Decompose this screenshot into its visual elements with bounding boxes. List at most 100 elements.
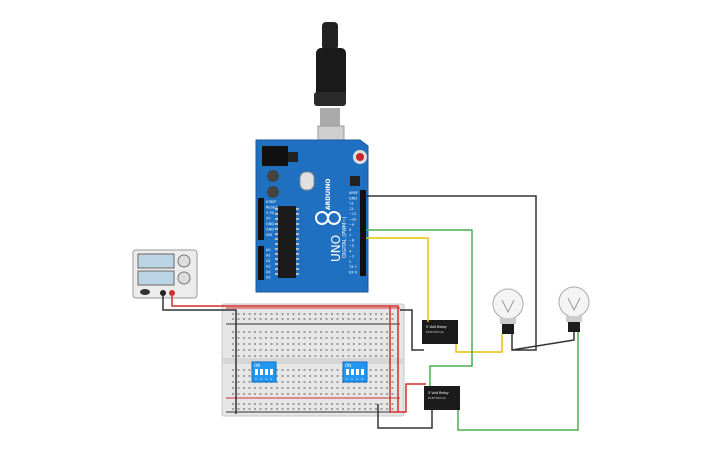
breadboard-hole[interactable] xyxy=(292,387,295,389)
breadboard-hole[interactable] xyxy=(391,387,394,389)
breadboard-hole[interactable] xyxy=(281,313,284,315)
breadboard-hole[interactable] xyxy=(314,403,317,405)
breadboard-hole[interactable] xyxy=(298,331,300,333)
breadboard-hole[interactable] xyxy=(309,369,311,371)
breadboard-hole[interactable] xyxy=(347,343,350,345)
breadboard-hole[interactable] xyxy=(303,381,306,383)
breadboard-hole[interactable] xyxy=(342,343,344,345)
breadboard-hole[interactable] xyxy=(364,408,366,410)
breadboard-hole[interactable] xyxy=(309,318,311,320)
breadboard-hole[interactable] xyxy=(369,313,372,315)
breadboard-hole[interactable] xyxy=(320,337,322,339)
breadboard-hole[interactable] xyxy=(309,349,311,351)
breadboard-hole[interactable] xyxy=(358,393,361,395)
breadboard-hole[interactable] xyxy=(375,375,377,377)
breadboard-hole[interactable] xyxy=(237,355,240,357)
breadboard-hole[interactable] xyxy=(331,387,333,389)
breadboard-hole[interactable] xyxy=(281,393,284,395)
breadboard-hole[interactable] xyxy=(391,375,394,377)
breadboard-hole[interactable] xyxy=(331,318,333,320)
breadboard-hole[interactable] xyxy=(386,318,388,320)
breadboard-hole[interactable] xyxy=(342,331,344,333)
breadboard-hole[interactable] xyxy=(259,387,262,389)
breadboard-hole[interactable] xyxy=(358,331,361,333)
breadboard-hole[interactable] xyxy=(386,349,388,351)
breadboard-hole[interactable] xyxy=(303,408,306,410)
breadboard-hole[interactable] xyxy=(232,387,234,389)
breadboard-hole[interactable] xyxy=(243,381,245,383)
breadboard-hole[interactable] xyxy=(237,331,240,333)
power-switch[interactable] xyxy=(140,289,150,295)
breadboard-hole[interactable] xyxy=(336,313,339,315)
breadboard-hole[interactable] xyxy=(314,343,317,345)
breadboard-hole[interactable] xyxy=(254,408,256,410)
breadboard-hole[interactable] xyxy=(243,355,245,357)
breadboard-hole[interactable] xyxy=(265,408,267,410)
dip-switch-1[interactable]: ON 1 2 3 4 xyxy=(251,361,277,383)
breadboard-hole[interactable] xyxy=(353,403,355,405)
breadboard-hole[interactable] xyxy=(309,337,311,339)
breadboard-hole[interactable] xyxy=(331,337,333,339)
breadboard-hole[interactable] xyxy=(287,337,289,339)
breadboard-hole[interactable] xyxy=(259,403,262,405)
breadboard-hole[interactable] xyxy=(369,381,372,383)
breadboard-hole[interactable] xyxy=(369,393,372,395)
breadboard-hole[interactable] xyxy=(270,349,273,351)
breadboard-hole[interactable] xyxy=(314,331,317,333)
breadboard-hole[interactable] xyxy=(259,343,262,345)
breadboard-hole[interactable] xyxy=(303,403,306,405)
breadboard-hole[interactable] xyxy=(358,408,361,410)
breadboard-hole[interactable] xyxy=(336,408,339,410)
breadboard-hole[interactable] xyxy=(314,387,317,389)
breadboard-hole[interactable] xyxy=(347,337,350,339)
breadboard-hole[interactable] xyxy=(369,318,372,320)
breadboard-hole[interactable] xyxy=(331,393,333,395)
breadboard-hole[interactable] xyxy=(237,337,240,339)
breadboard-hole[interactable] xyxy=(331,381,333,383)
breadboard-hole[interactable] xyxy=(336,387,339,389)
breadboard-hole[interactable] xyxy=(380,343,383,345)
breadboard-hole[interactable] xyxy=(320,355,322,357)
breadboard-hole[interactable] xyxy=(314,355,317,357)
breadboard-hole[interactable] xyxy=(331,343,333,345)
breadboard-hole[interactable] xyxy=(243,387,245,389)
breadboard-hole[interactable] xyxy=(281,318,284,320)
breadboard-hole[interactable] xyxy=(320,381,322,383)
breadboard-hole[interactable] xyxy=(309,403,311,405)
breadboard-hole[interactable] xyxy=(336,393,339,395)
breadboard-hole[interactable] xyxy=(364,355,366,357)
breadboard-hole[interactable] xyxy=(248,375,251,377)
wire-black-bulbs[interactable] xyxy=(511,332,575,351)
breadboard-hole[interactable] xyxy=(232,318,234,320)
breadboard-hole[interactable] xyxy=(281,331,284,333)
breadboard-hole[interactable] xyxy=(303,331,306,333)
breadboard-hole[interactable] xyxy=(237,369,240,371)
breadboard-hole[interactable] xyxy=(243,393,245,395)
breadboard-hole[interactable] xyxy=(309,375,311,377)
breadboard-hole[interactable] xyxy=(243,349,245,351)
breadboard-hole[interactable] xyxy=(325,343,328,345)
dip-toggle[interactable] xyxy=(361,369,364,375)
breadboard-hole[interactable] xyxy=(298,355,300,357)
breadboard-hole[interactable] xyxy=(237,343,240,345)
breadboard-hole[interactable] xyxy=(232,408,234,410)
breadboard-hole[interactable] xyxy=(347,355,350,357)
breadboard-hole[interactable] xyxy=(320,387,322,389)
breadboard-hole[interactable] xyxy=(309,313,311,315)
breadboard-hole[interactable] xyxy=(243,337,245,339)
breadboard-hole[interactable] xyxy=(303,349,306,351)
breadboard-hole[interactable] xyxy=(380,355,383,357)
breadboard-hole[interactable] xyxy=(303,318,306,320)
breadboard-hole[interactable] xyxy=(369,337,372,339)
breadboard-hole[interactable] xyxy=(331,349,333,351)
breadboard-hole[interactable] xyxy=(309,355,311,357)
wire-black-pin-to-bulb2[interactable] xyxy=(366,195,537,351)
breadboard-hole[interactable] xyxy=(386,369,388,371)
breadboard-hole[interactable] xyxy=(243,403,245,405)
breadboard-hole[interactable] xyxy=(309,408,311,410)
relay-1[interactable]: 5 Volt Relay ELECTRICAL xyxy=(422,320,458,344)
voltage-knob[interactable] xyxy=(177,254,191,268)
breadboard-hole[interactable] xyxy=(331,313,333,315)
wire-black-psu-neg[interactable] xyxy=(162,296,237,414)
positive-terminal[interactable] xyxy=(169,290,175,296)
